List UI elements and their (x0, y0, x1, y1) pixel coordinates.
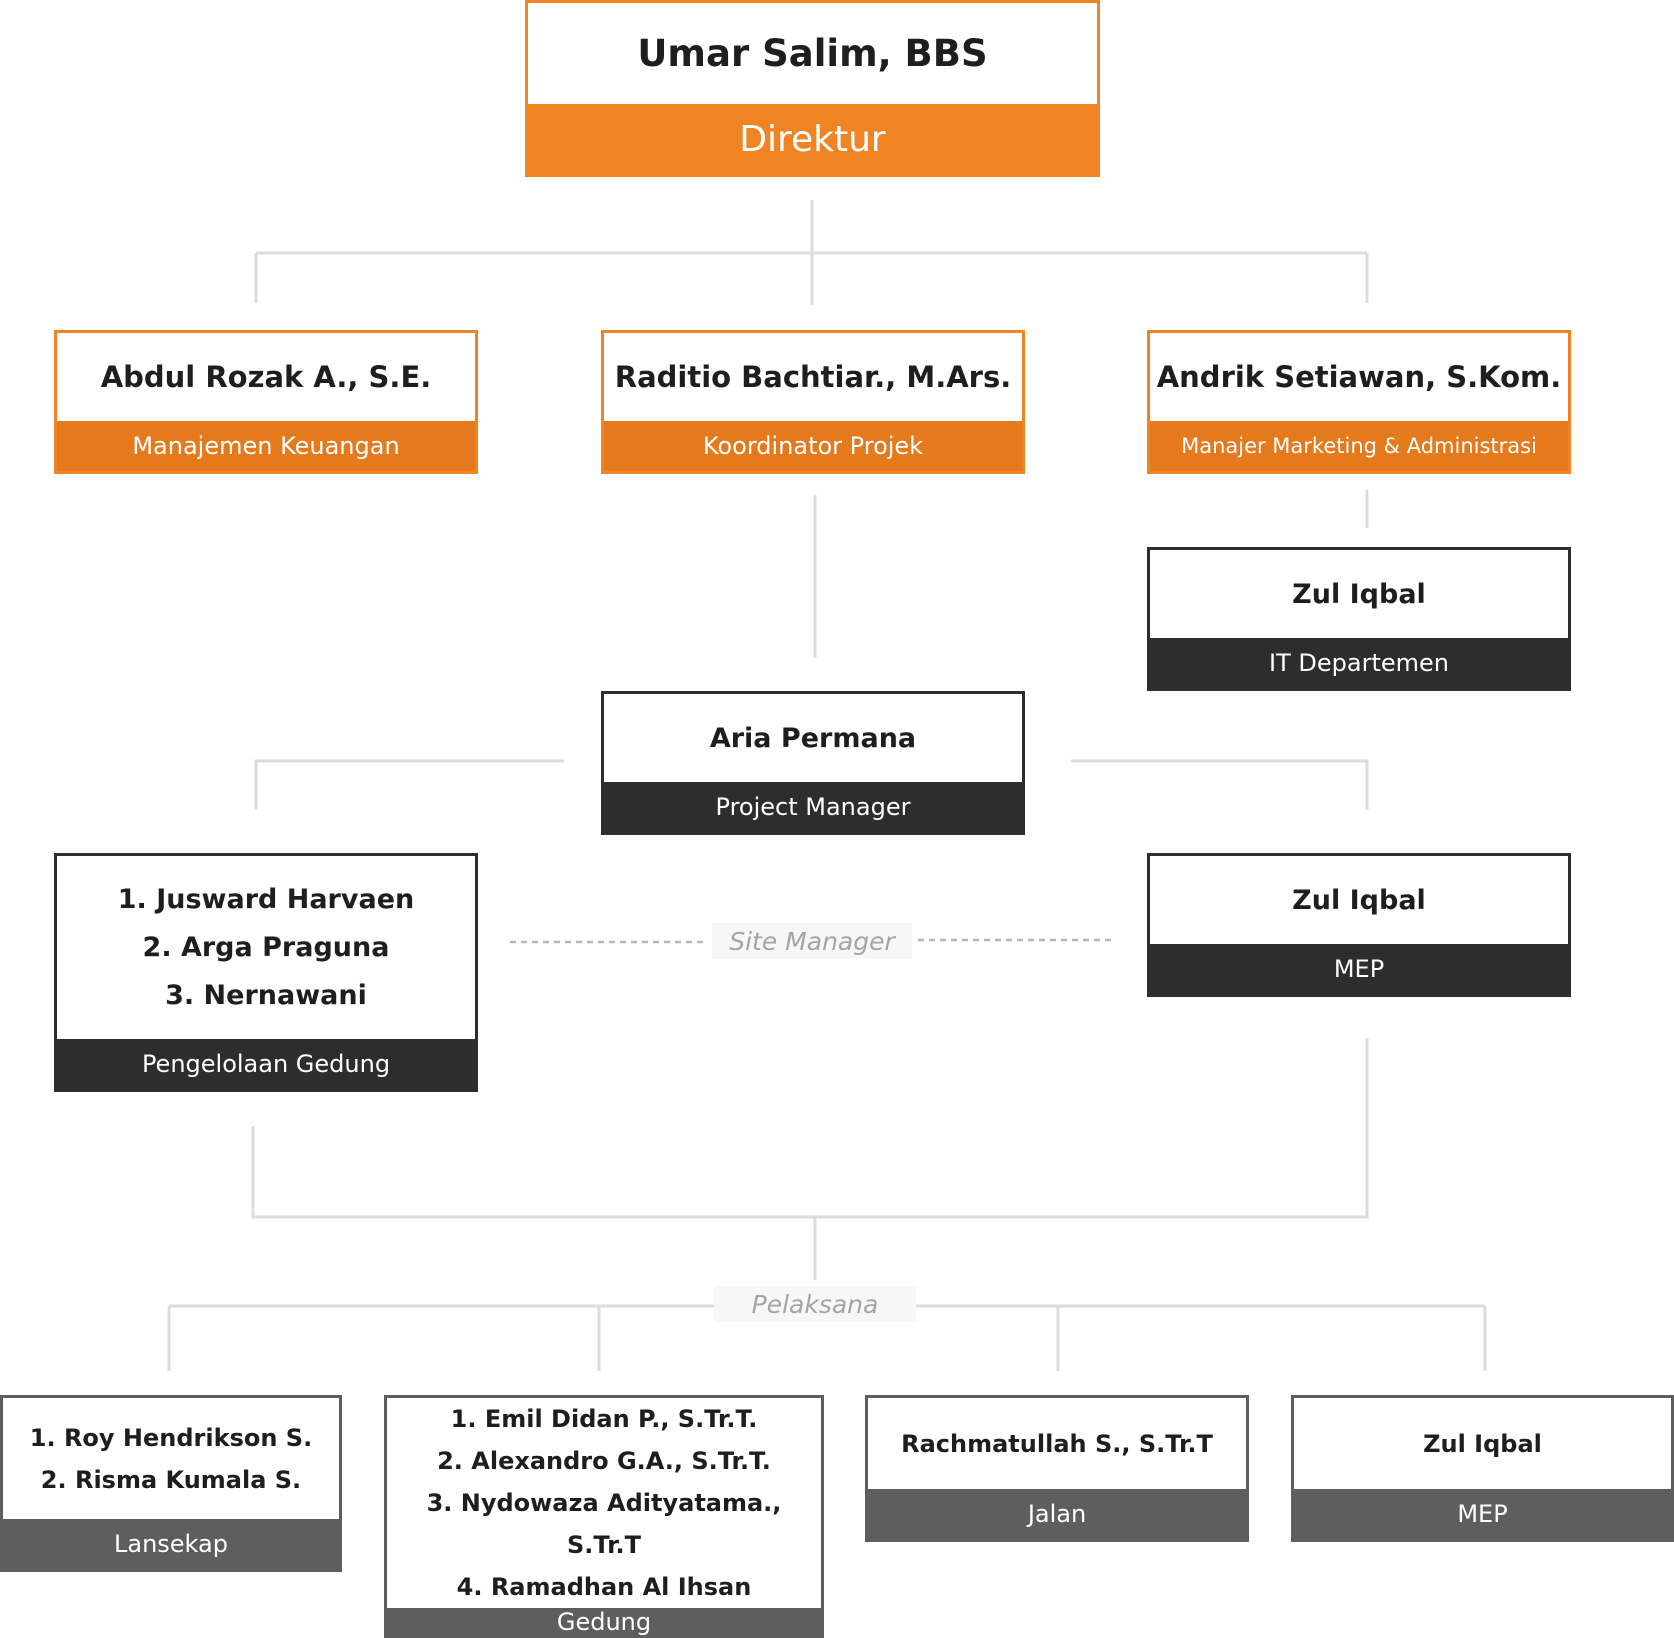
executor-members: 1. Roy Hendrikson S. 2. Risma Kumala S. (3, 1398, 339, 1519)
connector-line (254, 759, 564, 810)
member-item: 2. Risma Kumala S. (40, 1465, 302, 1494)
site-manager-label: Site Manager (712, 923, 912, 959)
executor-role: MEP (1294, 1489, 1671, 1539)
member-item: 3. Nernawani (165, 979, 367, 1011)
manager-role: Koordinator Projek (604, 421, 1022, 471)
manager-role: Manajemen Keuangan (57, 421, 475, 471)
director-name: Umar Salim, BBS (528, 3, 1097, 104)
project-manager-card: Aria Permana Project Manager (601, 691, 1025, 835)
director-card: Umar Salim, BBS Direktur (525, 0, 1100, 177)
connector-line (1071, 759, 1369, 810)
member-item: 2. Arga Praguna (142, 931, 390, 963)
it-department-name: Zul Iqbal (1150, 550, 1568, 638)
it-department-card: Zul Iqbal IT Departemen (1147, 547, 1571, 691)
manager-role: Manajer Marketing & Administrasi (1150, 421, 1568, 471)
executor-members: Rachmatullah S., S.Tr.T (868, 1398, 1246, 1489)
executor-card-lansekap: 1. Roy Hendrikson S. 2. Risma Kumala S. … (0, 1395, 342, 1572)
member-item: 1. Jusward Harvaen (117, 883, 415, 915)
manager-card-finance: Abdul Rozak A., S.E. Manajemen Keuangan (54, 330, 478, 474)
executor-card-jalan: Rachmatullah S., S.Tr.T Jalan (865, 1395, 1249, 1542)
manager-card-project: Raditio Bachtiar., M.Ars. Koordinator Pr… (601, 330, 1025, 474)
manager-name: Andrik Setiawan, S.Kom. (1150, 333, 1568, 421)
mep-manager-card: Zul Iqbal MEP (1147, 853, 1571, 997)
member-item: 3. Nydowaza Adityatama., S.Tr.T (426, 1489, 782, 1559)
executor-role: Lansekap (3, 1519, 339, 1569)
mep-manager-role: MEP (1150, 944, 1568, 994)
member-item: Zul Iqbal (1423, 1429, 1542, 1458)
member-item: 1. Emil Didan P., S.Tr.T. (450, 1405, 758, 1433)
connector-line (251, 1038, 1369, 1219)
it-department-role: IT Departemen (1150, 638, 1568, 688)
executor-members: Zul Iqbal (1294, 1398, 1671, 1489)
member-item: 2. Alexandro G.A., S.Tr.T. (437, 1447, 771, 1475)
executor-role: Jalan (868, 1489, 1246, 1539)
building-management-card: 1. Jusward Harvaen 2. Arga Praguna 3. Ne… (54, 853, 478, 1092)
member-item: Rachmatullah S., S.Tr.T (901, 1429, 1213, 1458)
building-management-role: Pengelolaan Gedung (57, 1039, 475, 1089)
manager-card-marketing: Andrik Setiawan, S.Kom. Manajer Marketin… (1147, 330, 1571, 474)
executor-card-mep: Zul Iqbal MEP (1291, 1395, 1674, 1542)
executor-card-gedung: 1. Emil Didan P., S.Tr.T. 2. Alexandro G… (384, 1395, 824, 1638)
pelaksana-label: Pelaksana (714, 1286, 916, 1322)
member-item: 1. Roy Hendrikson S. (29, 1423, 313, 1452)
executor-role: Gedung (387, 1608, 821, 1635)
director-role: Direktur (528, 104, 1097, 174)
project-manager-role: Project Manager (604, 782, 1022, 832)
building-management-members: 1. Jusward Harvaen 2. Arga Praguna 3. Ne… (57, 856, 475, 1039)
executor-members: 1. Emil Didan P., S.Tr.T. 2. Alexandro G… (387, 1398, 821, 1608)
member-item: 4. Ramadhan Al Ihsan (456, 1573, 752, 1601)
mep-manager-name: Zul Iqbal (1150, 856, 1568, 944)
manager-name: Raditio Bachtiar., M.Ars. (604, 333, 1022, 421)
project-manager-name: Aria Permana (604, 694, 1022, 782)
manager-name: Abdul Rozak A., S.E. (57, 333, 475, 421)
